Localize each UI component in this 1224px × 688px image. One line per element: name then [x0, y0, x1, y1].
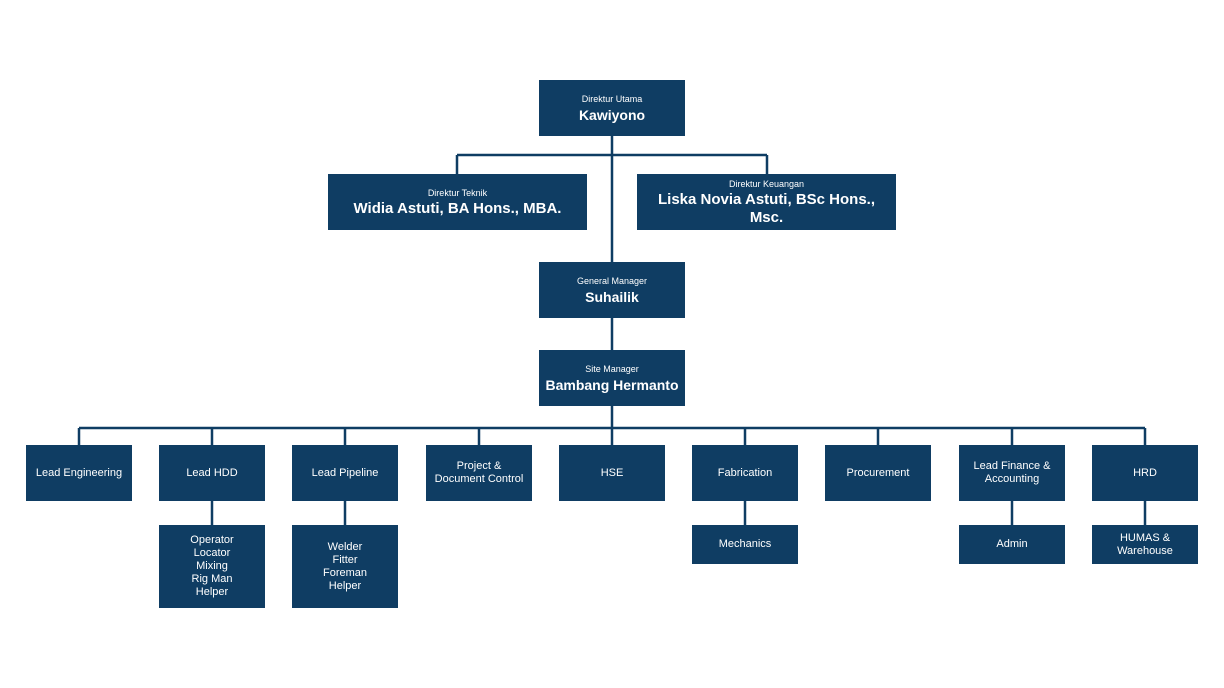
staff-item: Mechanics	[718, 538, 772, 550]
staff-item: Helper	[328, 579, 362, 592]
staff-item: Foreman	[322, 566, 368, 579]
box-admin: Admin	[959, 525, 1065, 564]
unit-label: Project & Document Control	[434, 460, 524, 485]
role-label: Direktur Utama	[581, 93, 643, 104]
box-lead-pipeline: Lead Pipeline	[292, 445, 398, 501]
unit-label: HRD	[1133, 466, 1157, 479]
box-mechanics: Mechanics	[692, 525, 798, 564]
box-lead-engineering: Lead Engineering	[26, 445, 132, 501]
box-hdd-staff: Operator Locator Mixing Rig Man Helper	[159, 525, 265, 608]
staff-item: Helper	[195, 586, 229, 598]
staff-item: Operator	[190, 534, 234, 546]
unit-label: HSE	[600, 466, 624, 479]
box-lead-finance-accounting: Lead Finance & Accounting	[959, 445, 1065, 501]
unit-label: Procurement	[846, 466, 910, 479]
unit-label: Lead Finance & Accounting	[973, 460, 1051, 485]
box-direktur-teknik: Direktur Teknik Widia Astuti, BA Hons., …	[328, 174, 587, 230]
person-name: Kawiyono	[578, 106, 646, 123]
box-direktur-utama: Direktur Utama Kawiyono	[539, 80, 685, 136]
unit-label: Lead Engineering	[35, 466, 123, 479]
person-name: Bambang Hermanto	[545, 376, 679, 393]
staff-item: Locator	[193, 547, 231, 559]
role-label: General Manager	[576, 275, 648, 286]
role-label: Site Manager	[585, 363, 639, 374]
box-site-manager: Site Manager Bambang Hermanto	[539, 350, 685, 406]
staff-item: Rig Man	[191, 573, 233, 585]
box-pipeline-staff: Welder Fitter Foreman Helper	[292, 525, 398, 608]
staff-item: Admin	[996, 538, 1028, 550]
role-label: Direktur Teknik	[427, 187, 488, 198]
staff-item: Fitter	[332, 553, 358, 566]
unit-label: Lead Pipeline	[311, 466, 379, 479]
staff-item: Welder	[327, 540, 363, 553]
staff-item: HUMAS & Warehouse	[1117, 531, 1173, 557]
unit-label: Fabrication	[717, 466, 773, 479]
person-name: Suhailik	[585, 288, 639, 305]
role-label: Direktur Keuangan	[728, 178, 805, 189]
box-hse: HSE	[559, 445, 665, 501]
box-hrd: HRD	[1092, 445, 1198, 501]
box-fabrication: Fabrication	[692, 445, 798, 501]
unit-label: Lead HDD	[186, 466, 238, 479]
person-name: Widia Astuti, BA Hons., MBA.	[353, 199, 562, 217]
box-project-document-control: Project & Document Control	[426, 445, 532, 501]
box-direktur-keuangan: Direktur Keuangan Liska Novia Astuti, BS…	[637, 174, 896, 230]
box-general-manager: General Manager Suhailik	[539, 262, 685, 318]
box-lead-hdd: Lead HDD	[159, 445, 265, 501]
box-humas-warehouse: HUMAS & Warehouse	[1092, 525, 1198, 564]
box-procurement: Procurement	[825, 445, 931, 501]
person-name: Liska Novia Astuti, BSc Hons., Msc.	[658, 190, 875, 226]
staff-item: Mixing	[196, 560, 228, 572]
